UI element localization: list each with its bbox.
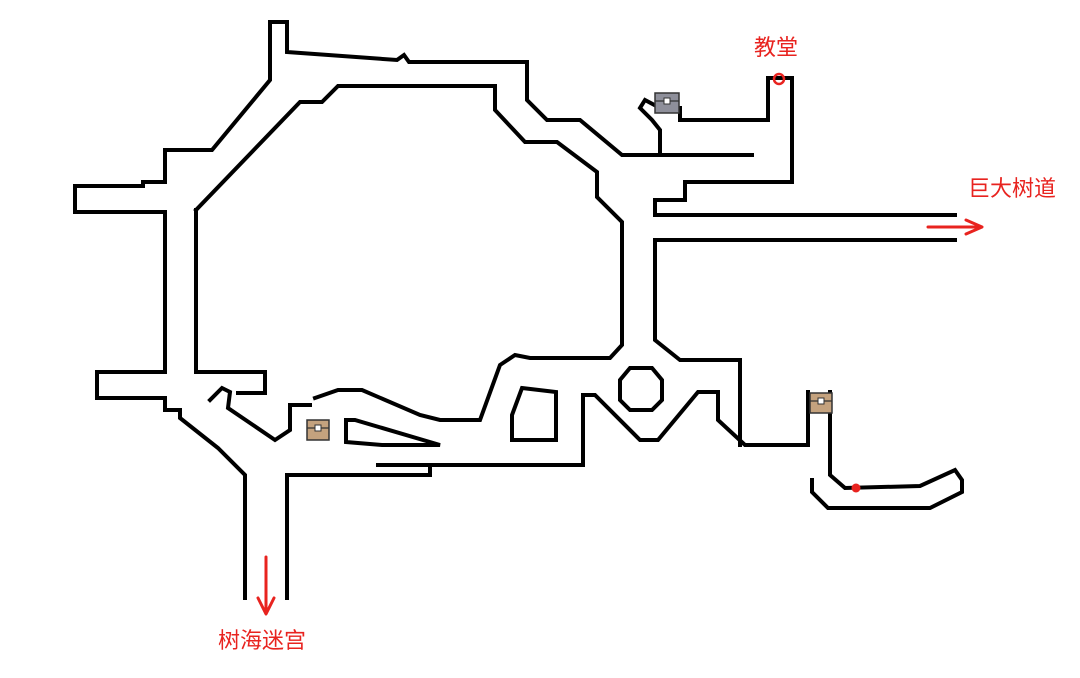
chest-wooden-west[interactable] <box>306 419 330 441</box>
wall-lower-bottom <box>428 390 810 477</box>
wall-church-room <box>637 97 663 157</box>
label-church: 教堂 <box>754 36 799 61</box>
arrow-east-icon <box>926 218 984 236</box>
wall-right-central <box>653 238 957 447</box>
wall-wedge <box>344 418 441 447</box>
church-ring-marker[interactable] <box>772 72 786 86</box>
wall-outer-top <box>268 20 754 157</box>
label-sea-of-trees-maze: 树海迷宫 <box>218 629 307 654</box>
wall-southeast <box>810 390 964 510</box>
wall-block <box>510 385 558 442</box>
arrow-south-icon <box>256 555 276 616</box>
chest-silver[interactable] <box>654 92 680 114</box>
chest-wooden-east[interactable] <box>809 392 833 414</box>
wall-outer-left <box>73 20 272 600</box>
wall-left-nub <box>207 385 312 443</box>
wall-lower-left <box>285 473 432 600</box>
wall-inner-left <box>194 208 267 395</box>
wall-central-lower <box>312 246 624 422</box>
wall-east-top <box>653 76 957 217</box>
map-walls <box>73 20 964 600</box>
wall-octagon <box>618 366 664 412</box>
label-giant-tree-road: 巨大树道 <box>968 177 1057 202</box>
wall-inner-top <box>193 84 624 250</box>
event-dot-marker[interactable] <box>851 483 861 493</box>
